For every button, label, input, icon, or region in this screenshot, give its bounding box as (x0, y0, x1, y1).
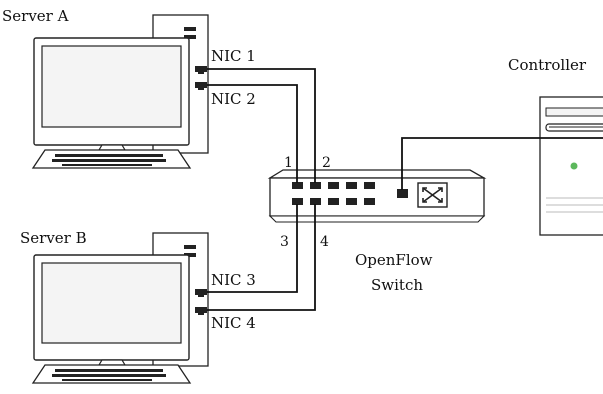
port-label-1: 1 (284, 155, 293, 171)
controller-label: Controller (508, 56, 587, 74)
crossed-arrows-icon (417, 182, 448, 208)
switch-label-line2: Switch (371, 276, 423, 294)
server-b-drive-bay (184, 245, 196, 249)
switch-port-1 (292, 182, 303, 189)
switch-port-2 (310, 182, 321, 189)
switch-ports (292, 182, 408, 205)
cables (207, 68, 603, 311)
nic-1-port (195, 66, 207, 72)
nic-3-port-tab (198, 294, 204, 297)
controller-bay-top (545, 107, 603, 117)
port-label-2: 2 (322, 155, 331, 171)
server-a-monitor-neck (97, 144, 127, 151)
server-a-drive-bay (184, 35, 196, 39)
nic-4-port (195, 307, 207, 313)
switch-port (364, 198, 375, 205)
switch-port (328, 182, 339, 189)
server-b-monitor-neck (97, 359, 127, 366)
nic-4-port-tab (198, 312, 204, 315)
port-label-4: 4 (320, 234, 329, 250)
nic-3-port (195, 289, 207, 295)
cable-nic4-port4 (207, 204, 316, 311)
controller: Controller (508, 56, 603, 236)
switch-port-4 (310, 198, 321, 205)
cable-switch-controller (401, 137, 603, 190)
controller-power-led (570, 162, 578, 170)
server-b-screen (41, 262, 182, 344)
server-b-label: Server B (20, 229, 87, 247)
switch-top-face (267, 169, 487, 179)
switch-port (364, 182, 375, 189)
cable-nic3-port3 (207, 204, 298, 293)
port-label-3: 3 (280, 234, 289, 250)
server-b: Server B NIC 3 NIC 4 (20, 229, 256, 384)
cable-nic2-port1 (207, 84, 298, 183)
switch-port (346, 198, 357, 205)
nic-1-port-tab (198, 71, 204, 74)
nic-3-label: NIC 3 (211, 271, 256, 289)
server-a: Server A NIC 1 NIC 2 (2, 7, 256, 169)
cable-nic1-port2 (207, 68, 316, 183)
server-a-screen (41, 45, 182, 128)
server-a-keys (52, 154, 166, 166)
switch-label-line1: OpenFlow (355, 251, 433, 269)
server-b-keys (52, 369, 166, 381)
nic-2-port (195, 82, 207, 88)
nic-1-label: NIC 1 (211, 47, 256, 65)
server-a-drive-bay (184, 27, 196, 31)
server-a-label: Server A (2, 7, 69, 25)
nic-2-label: NIC 2 (211, 90, 256, 108)
openflow-switch: 1 2 3 4 OpenFlow Switch (267, 155, 487, 294)
switch-base (268, 215, 486, 223)
nic-2-port-tab (198, 87, 204, 90)
switch-port (328, 198, 339, 205)
switch-port-3 (292, 198, 303, 205)
server-b-drive-bay (184, 253, 196, 257)
switch-uplink-port (397, 189, 408, 198)
nic-4-label: NIC 4 (211, 314, 256, 332)
switch-port (346, 182, 357, 189)
